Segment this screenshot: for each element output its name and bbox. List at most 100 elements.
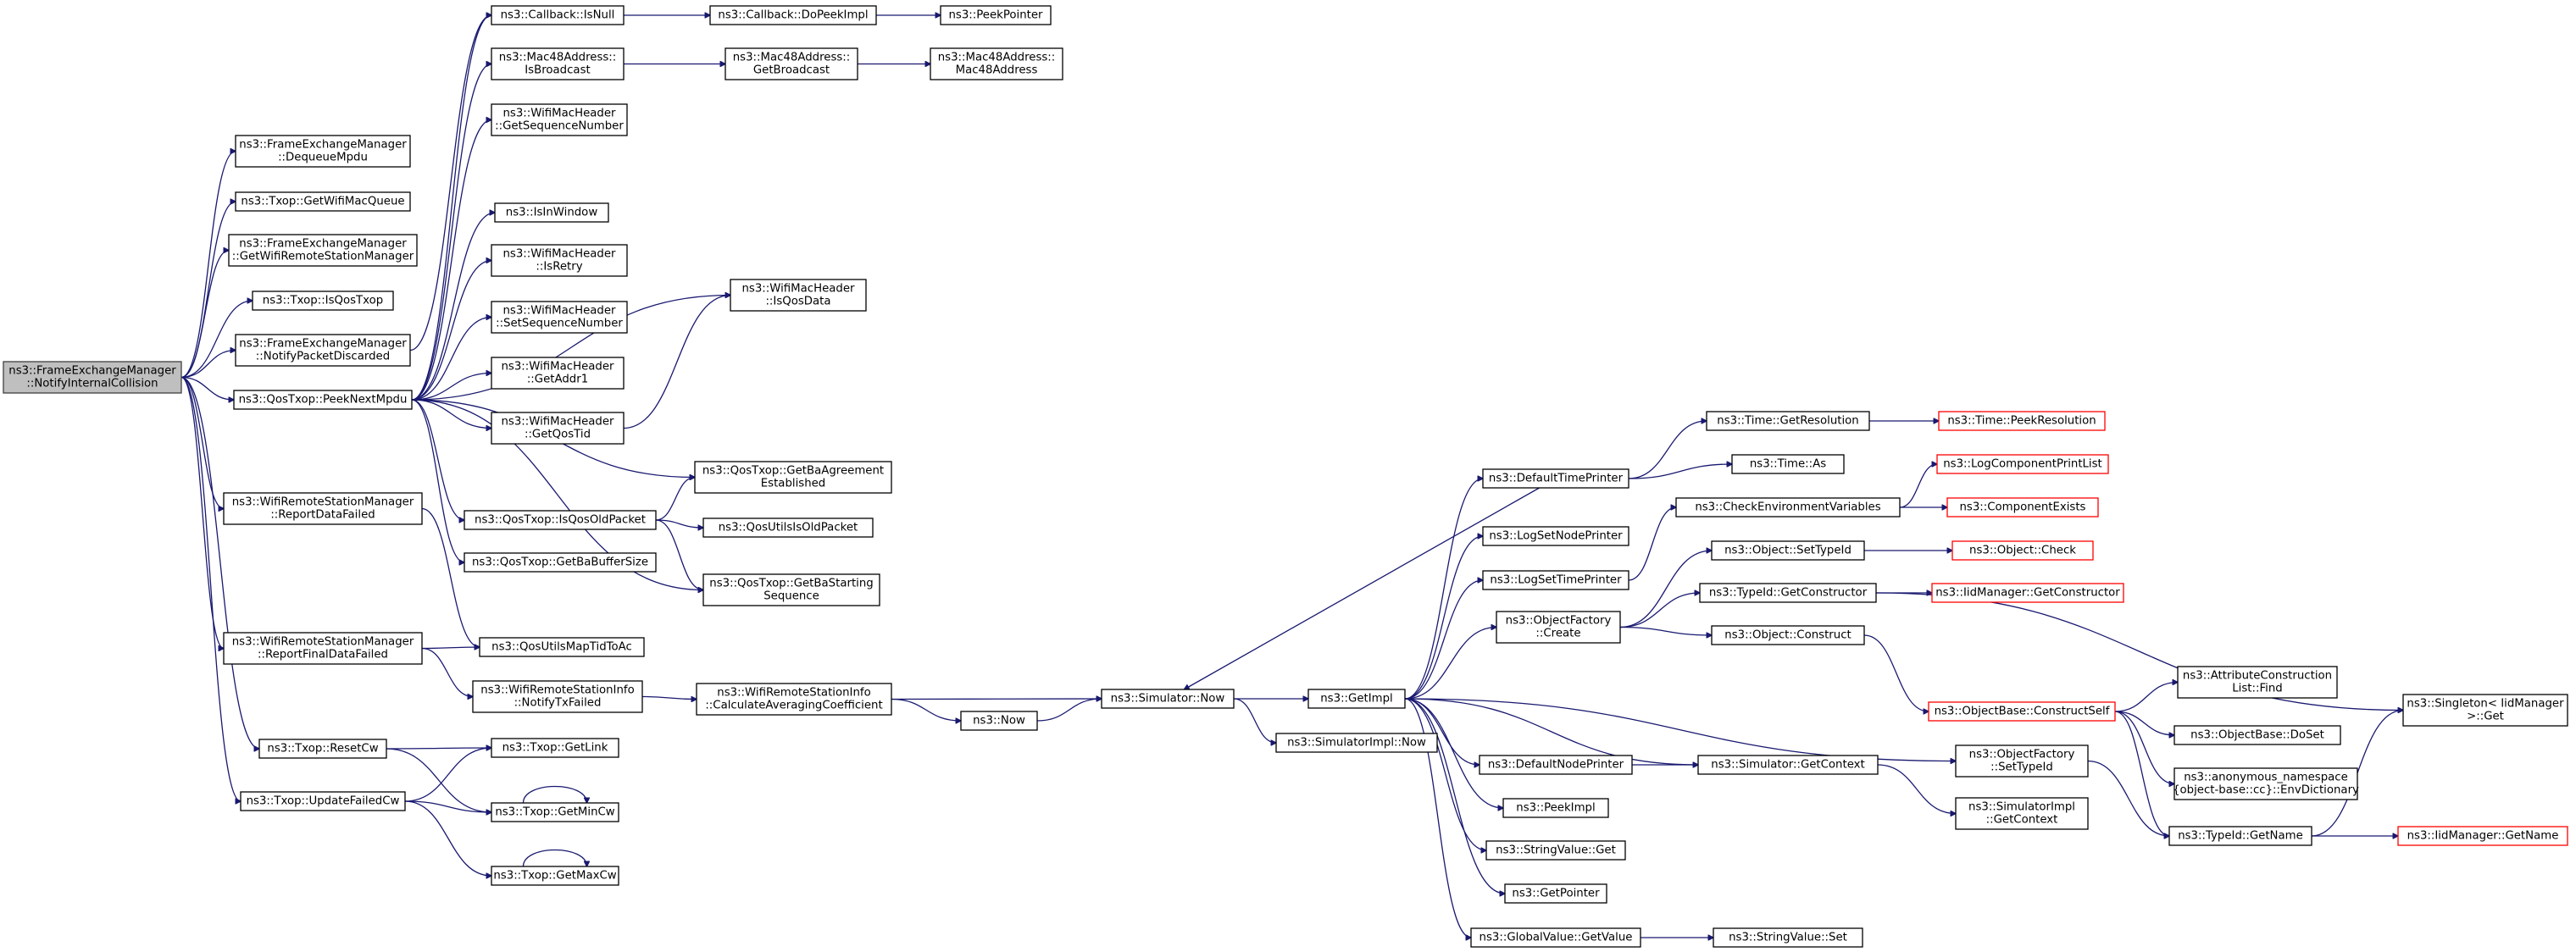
node-hdr_getqostid[interactable]: ns3::WifiMacHeader::GetQosTid bbox=[491, 412, 625, 445]
node-time_as[interactable]: ns3::Time::As bbox=[1731, 454, 1845, 474]
node-label: ns3::LogSetNodePrinter bbox=[1489, 530, 1623, 543]
node-label: GetBroadcast bbox=[753, 64, 830, 77]
node-time_peekresolution[interactable]: ns3::Time::PeekResolution bbox=[1938, 411, 2106, 431]
node-iidmanager_getname[interactable]: ns3::IidManager::GetName bbox=[2397, 826, 2568, 846]
node-txop_getlink[interactable]: ns3::Txop::GetLink bbox=[491, 738, 619, 758]
node-qostxop_isqosoldpacket[interactable]: ns3::QosTxop::IsQosOldPacket bbox=[464, 510, 657, 530]
node-fem_getrsm[interactable]: ns3::FrameExchangeManager::GetWifiRemote… bbox=[228, 234, 418, 267]
node-componentexists[interactable]: ns3::ComponentExists bbox=[1946, 497, 2099, 518]
node-fem_notifydiscarded[interactable]: ns3::FrameExchangeManager::NotifyPacketD… bbox=[235, 334, 411, 367]
call-edge-qostxop_peeknextmpdu-to-hdr_setseqnum bbox=[411, 318, 491, 401]
node-callback_dopeekimpl[interactable]: ns3::Callback::DoPeekImpl bbox=[709, 5, 877, 25]
node-box bbox=[2174, 725, 2341, 745]
node-peekpointer[interactable]: ns3::PeekPointer bbox=[940, 5, 1052, 25]
node-object_check[interactable]: ns3::Object::Check bbox=[1951, 540, 2094, 561]
call-edge-rsi_notifytxfailed-to-rsi_calcavgcoef bbox=[641, 695, 697, 700]
node-label: ns3::Mac48Address:: bbox=[733, 52, 851, 64]
node-txop_resetcw[interactable]: ns3::Txop::ResetCw bbox=[258, 739, 387, 759]
node-box bbox=[479, 637, 645, 657]
node-logsetnodeprinter[interactable]: ns3::LogSetNodePrinter bbox=[1482, 526, 1629, 546]
node-box bbox=[1936, 454, 2109, 474]
node-objectbase_doset[interactable]: ns3::ObjectBase::DoSet bbox=[2174, 725, 2341, 745]
node-box bbox=[223, 492, 423, 525]
node-label: ns3::Txop::UpdateFailedCw bbox=[247, 795, 400, 808]
node-qostxop_peeknextmpdu[interactable]: ns3::QosTxop::PeekNextMpdu bbox=[233, 390, 413, 410]
node-hdr_getaddr1[interactable]: ns3::WifiMacHeader::GetAddr1 bbox=[491, 357, 625, 390]
node-txop_getwifimacqueue[interactable]: ns3::Txop::GetWifiMacQueue bbox=[235, 191, 411, 212]
node-getpointer[interactable]: ns3::GetPointer bbox=[1504, 883, 1607, 904]
node-box bbox=[1711, 625, 1865, 645]
node-rsi_calcavgcoef[interactable]: ns3::WifiRemoteStationInfo::CalculateAve… bbox=[696, 683, 892, 716]
node-box bbox=[472, 680, 643, 713]
node-txop_isqostxop[interactable]: ns3::Txop::IsQosTxop bbox=[252, 291, 394, 311]
node-object_settypeid[interactable]: ns3::Object::SetTypeId bbox=[1711, 540, 1865, 561]
call-edge-qostxop_isqosoldpacket-to-qostxop_getbastartingseq bbox=[655, 519, 703, 590]
node-stringvalue_set[interactable]: ns3::StringValue::Set bbox=[1713, 927, 1863, 948]
node-mac48_getbroadcast[interactable]: ns3::Mac48Address::GetBroadcast bbox=[724, 47, 858, 80]
node-label: ns3::Object::Construct bbox=[1724, 629, 1851, 642]
node-logsettimeprinter[interactable]: ns3::LogSetTimePrinter bbox=[1482, 570, 1629, 590]
node-txop_getmincw[interactable]: ns3::Txop::GetMinCw bbox=[491, 802, 619, 822]
node-typeid_getconstructor[interactable]: ns3::TypeId::GetConstructor bbox=[1699, 583, 1877, 603]
node-singleton_iidmanager_get[interactable]: ns3::Singleton< IidManager >::Get bbox=[2402, 694, 2568, 727]
node-stringvalue_get[interactable]: ns3::StringValue::Get bbox=[1485, 840, 1626, 861]
node-qosutils_maptidtoac[interactable]: ns3::QosUtilsMapTidToAc bbox=[479, 637, 645, 657]
node-simulator_getcontext[interactable]: ns3::Simulator::GetContext bbox=[1697, 755, 1879, 775]
node-hdr_setseqnum[interactable]: ns3::WifiMacHeader::SetSequenceNumber bbox=[491, 301, 628, 334]
node-mac48_isbroadcast[interactable]: ns3::Mac48Address::IsBroadcast bbox=[491, 47, 625, 80]
node-logcomponentprintlist[interactable]: ns3::LogComponentPrintList bbox=[1936, 454, 2109, 474]
node-label: Established bbox=[761, 478, 826, 490]
node-globalvalue_getvalue[interactable]: ns3::GlobalValue::GetValue bbox=[1470, 927, 1641, 948]
node-label: ::GetWifiRemoteStationManager bbox=[232, 251, 414, 263]
node-fem_dequeue[interactable]: ns3::FrameExchangeManager::DequeueMpdu bbox=[235, 135, 411, 168]
node-txop_updatefailedcw[interactable]: ns3::Txop::UpdateFailedCw bbox=[240, 791, 406, 811]
node-typeid_getname[interactable]: ns3::TypeId::GetName bbox=[2168, 826, 2312, 846]
node-ns3_now[interactable]: ns3::Now bbox=[960, 711, 1038, 731]
node-simulator_now[interactable]: ns3::Simulator::Now bbox=[1101, 689, 1235, 709]
node-objectfactory_create[interactable]: ns3::ObjectFactory::Create bbox=[1496, 611, 1621, 644]
node-iidmanager_getconstructor[interactable]: ns3::IidManager::GetConstructor bbox=[1931, 583, 2124, 603]
node-qostxop_getbabuffersize[interactable]: ns3::QosTxop::GetBaBufferSize bbox=[464, 552, 657, 573]
node-getimpl[interactable]: ns3::GetImpl bbox=[1307, 689, 1406, 709]
node-mac48_ctor[interactable]: ns3::Mac48Address::Mac48Address bbox=[930, 47, 1063, 80]
node-label: ns3::FrameExchangeManager bbox=[239, 338, 407, 351]
call-edge-getimpl-to-objectfactory_create bbox=[1404, 628, 1496, 700]
call-edge-checkenvvars-to-logcomponentprintlist bbox=[1899, 464, 1937, 508]
node-rsm_reportdatafailed[interactable]: ns3::WifiRemoteStationManager::ReportDat… bbox=[223, 492, 423, 525]
node-object_construct[interactable]: ns3::Object::Construct bbox=[1711, 625, 1865, 645]
node-hdr_isqosdata[interactable]: ns3::WifiMacHeader::IsQosData bbox=[730, 279, 867, 312]
node-peekimpl[interactable]: ns3::PeekImpl bbox=[1502, 798, 1609, 818]
node-time_getresolution[interactable]: ns3::Time::GetResolution bbox=[1706, 411, 1870, 431]
node-rsm_reportfinaldatafailed[interactable]: ns3::WifiRemoteStationManager::ReportFin… bbox=[223, 632, 423, 665]
node-checkenvvars[interactable]: ns3::CheckEnvironmentVariables bbox=[1675, 497, 1901, 518]
node-label: ::DequeueMpdu bbox=[278, 152, 368, 164]
node-anon_envdictionary[interactable]: ns3::anonymous_namespace{object-base::cc… bbox=[2173, 767, 2359, 800]
node-rsi_notifytxfailed[interactable]: ns3::WifiRemoteStationInfo::NotifyTxFail… bbox=[472, 680, 643, 713]
call-edge-qostxop_peeknextmpdu-to-callback_isnull bbox=[411, 15, 491, 401]
node-label: ns3::WifiMacHeader bbox=[501, 416, 614, 429]
node-label: ns3::ObjectFactory bbox=[1969, 749, 2075, 761]
node-hdr_getseqnum[interactable]: ns3::WifiMacHeader::GetSequenceNumber bbox=[491, 103, 628, 136]
node-root[interactable]: ns3::FrameExchangeManager::NotifyInterna… bbox=[3, 361, 182, 394]
node-defaultnodeprinter[interactable]: ns3::DefaultNodePrinter bbox=[1479, 755, 1633, 775]
node-simulatorimpl_getcontext[interactable]: ns3::SimulatorImpl::GetContext bbox=[1955, 797, 2089, 830]
node-label: ns3::WifiMacHeader bbox=[501, 361, 614, 374]
node-box bbox=[1711, 540, 1865, 561]
node-hdr_isretry[interactable]: ns3::WifiMacHeader::IsRetry bbox=[491, 244, 628, 277]
node-txop_getmaxcw[interactable]: ns3::Txop::GetMaxCw bbox=[491, 866, 619, 886]
node-objectfactory_settypeid[interactable]: ns3::ObjectFactory::SetTypeId bbox=[1955, 744, 2089, 778]
node-qosutilsisoldpacket[interactable]: ns3::QosUtilsIsOldPacket bbox=[702, 518, 874, 538]
node-box bbox=[1699, 583, 1877, 603]
call-edge-txop_updatefailedcw-to-txop_getmaxcw bbox=[404, 800, 491, 876]
node-isinwindow[interactable]: ns3::IsInWindow bbox=[494, 202, 609, 223]
node-objectbase_constructself[interactable]: ns3::ObjectBase::ConstructSelf bbox=[1928, 701, 2116, 722]
node-box bbox=[696, 683, 892, 716]
node-label: ::SetSequenceNumber bbox=[496, 318, 623, 330]
node-box bbox=[1928, 701, 2116, 722]
node-simulatorimpl_now[interactable]: ns3::SimulatorImpl::Now bbox=[1275, 733, 1438, 753]
node-defaulttimeprinter[interactable]: ns3::DefaultTimePrinter bbox=[1482, 468, 1629, 489]
node-callback_isnull[interactable]: ns3::Callback::IsNull bbox=[491, 5, 625, 25]
